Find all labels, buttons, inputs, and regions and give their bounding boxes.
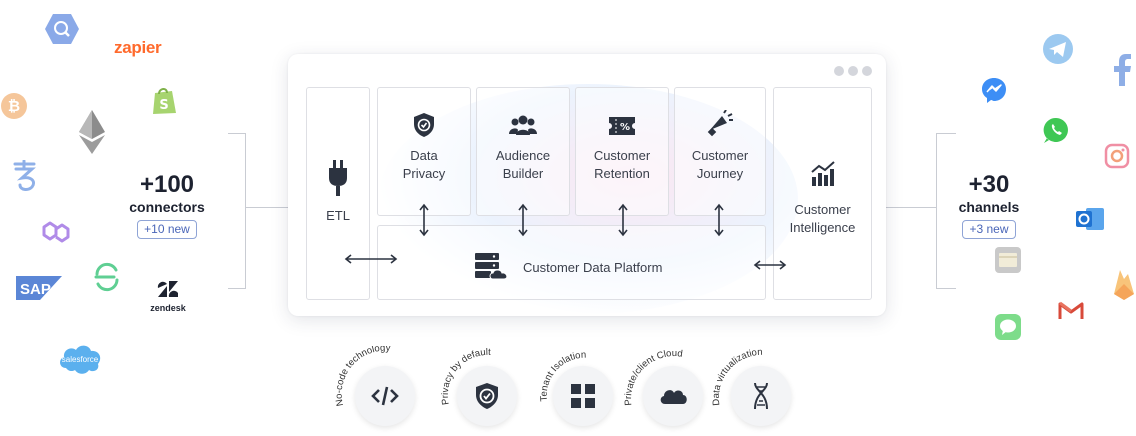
module-customer-intelligence[interactable]: Customer Intelligence bbox=[773, 87, 872, 300]
zendesk-logo: zendesk bbox=[146, 280, 190, 313]
feature-no-code: No-code technology bbox=[330, 346, 440, 426]
megaphone-icon bbox=[707, 109, 733, 143]
shopify-icon: S bbox=[150, 86, 178, 121]
right-connector-line bbox=[872, 207, 936, 208]
left-bracket bbox=[228, 133, 246, 289]
window-dots bbox=[834, 66, 872, 76]
privacy-cdp-arrow bbox=[419, 203, 429, 237]
cdp-intelligence-arrow bbox=[753, 260, 787, 270]
connectors-label: connectors bbox=[129, 199, 205, 215]
audience-line-1: Audience bbox=[495, 148, 551, 163]
tezos-icon bbox=[12, 159, 38, 197]
intelligence-line-2: Intelligence bbox=[789, 220, 856, 235]
module-etl-label: ETL bbox=[326, 208, 350, 223]
shield-check-icon bbox=[476, 383, 498, 409]
svg-text:SAP: SAP bbox=[20, 281, 51, 298]
sms-icon bbox=[994, 313, 1022, 346]
telegram-icon bbox=[1042, 33, 1074, 70]
journey-line-1: Customer bbox=[691, 148, 749, 163]
channels-count: +30 bbox=[968, 171, 1010, 198]
outlook-icon bbox=[1074, 204, 1106, 239]
journey-cdp-arrow bbox=[714, 203, 724, 237]
gmail-icon bbox=[1058, 300, 1084, 325]
firebase-icon bbox=[1112, 268, 1136, 307]
etl-cdp-arrow bbox=[344, 254, 398, 264]
connectors-count: +100 bbox=[139, 171, 195, 198]
connectors-stat: +100 connectors +10 new bbox=[112, 172, 222, 239]
grid-icon bbox=[571, 381, 595, 411]
salesforce-logo: salesforce bbox=[56, 340, 104, 381]
cloud-icon bbox=[660, 390, 687, 404]
plug-icon bbox=[327, 160, 349, 201]
feature-privacy-default: Privacy by default bbox=[432, 346, 542, 426]
svg-text:%: % bbox=[620, 122, 630, 133]
platform-panel: ETL Data Privacy Audience Builder bbox=[288, 54, 886, 316]
module-customer-retention[interactable]: % Customer Retention bbox=[575, 87, 669, 216]
audience-cdp-arrow bbox=[518, 203, 528, 237]
audience-line-2: Builder bbox=[502, 166, 544, 181]
whatsapp-icon bbox=[1042, 116, 1070, 149]
channels-new-badge: +3 new bbox=[962, 220, 1016, 239]
intelligence-line-1: Customer bbox=[794, 202, 851, 217]
cdp-label: Customer Data Platform bbox=[523, 260, 663, 275]
sap-logo: SAP bbox=[16, 276, 62, 305]
module-customer-journey[interactable]: Customer Journey bbox=[674, 87, 766, 216]
connectors-new-badge: +10 new bbox=[137, 220, 197, 239]
module-data-privacy[interactable]: Data Privacy bbox=[377, 87, 471, 216]
journey-line-2: Journey bbox=[696, 166, 744, 181]
module-audience-builder[interactable]: Audience Builder bbox=[476, 87, 570, 216]
people-group-icon bbox=[509, 114, 537, 141]
shield-check-icon bbox=[413, 112, 435, 143]
zapier-logo: zapier bbox=[114, 38, 162, 57]
ethereum-icon bbox=[78, 110, 106, 159]
google-cloud-search-icon bbox=[44, 12, 80, 51]
retention-line-1: Customer bbox=[593, 148, 651, 163]
email-client-icon bbox=[994, 246, 1022, 279]
server-cloud-icon bbox=[474, 252, 510, 285]
channels-label: channels bbox=[958, 199, 1020, 215]
feature-data-virtualization: Data virtualization bbox=[706, 346, 816, 426]
facebook-icon bbox=[1112, 54, 1132, 91]
trend-chart-icon bbox=[810, 161, 836, 192]
privacy-line-2: Privacy bbox=[402, 166, 446, 181]
privacy-line-1: Data bbox=[410, 148, 438, 163]
feature-tenant-isolation: Tenant Isolation bbox=[528, 346, 638, 426]
dna-icon bbox=[754, 382, 768, 410]
messenger-icon bbox=[980, 76, 1008, 109]
discount-ticket-icon: % bbox=[608, 116, 636, 141]
svg-text:salesforce: salesforce bbox=[62, 355, 99, 364]
feature-private-cloud: Private/client Cloud bbox=[618, 346, 728, 426]
bitcoin-icon: ₿ bbox=[0, 92, 28, 125]
module-customer-data-platform[interactable]: Customer Data Platform bbox=[377, 225, 766, 300]
left-connector-line bbox=[246, 207, 306, 208]
code-icon bbox=[371, 386, 399, 406]
right-bracket bbox=[936, 133, 956, 289]
module-etl[interactable]: ETL bbox=[306, 87, 370, 300]
retention-line-2: Retention bbox=[594, 166, 650, 181]
channels-stat: +30 channels +3 new bbox=[934, 172, 1044, 239]
svg-text:S: S bbox=[159, 98, 168, 113]
svg-text:₿: ₿ bbox=[8, 97, 20, 115]
retention-cdp-arrow bbox=[618, 203, 628, 237]
instagram-icon bbox=[1104, 143, 1130, 174]
segment-icon bbox=[92, 262, 122, 297]
polygon-icon bbox=[40, 218, 72, 251]
